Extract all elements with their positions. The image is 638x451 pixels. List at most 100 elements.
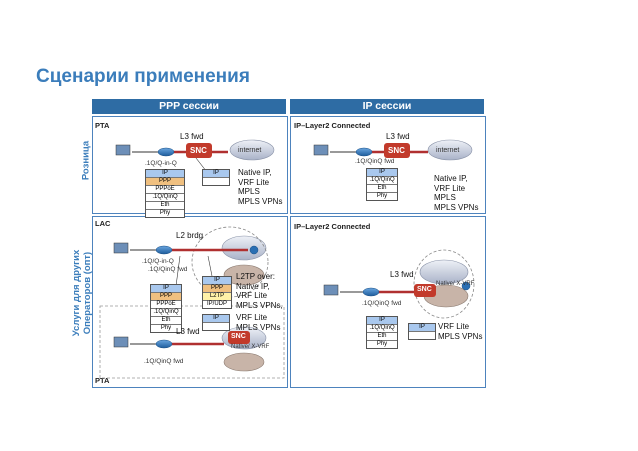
stack-pta2-bng: IP (202, 314, 230, 331)
internet-cloud (229, 139, 275, 161)
stack-layer: IP (409, 324, 435, 332)
label-qinq-5: .1Q/QinQ fwd (362, 300, 402, 307)
tech-item: VRF Lite (434, 183, 466, 193)
stack-layer: .1Q/QinQ (367, 325, 397, 333)
bng-badge-1 (186, 143, 212, 158)
stack-layer: PPP (146, 178, 184, 186)
stack-layer: .1Q/QinQ (146, 194, 184, 202)
panel-pta-retail (92, 116, 288, 214)
wholesale-cloud-2 (223, 264, 265, 286)
header-ip-sessions: IP сессии (290, 99, 484, 114)
internet-cloud-2 (427, 139, 473, 161)
stack-layer: Eth (367, 185, 397, 193)
label-internet-1: internet (238, 147, 262, 154)
bng-badge-3 (228, 331, 250, 344)
tech-list-ip2: VRF Lite MPLS VPNs (438, 322, 482, 341)
tech-item: VRF Lite (438, 322, 470, 331)
tech-item: VRF Lite (236, 313, 268, 322)
computer-icon (115, 144, 131, 156)
stack-ip2-cpe: IP .1Q/QinQ Eth Phy (366, 316, 398, 349)
stack-layer: .1Q/QinQ (151, 309, 181, 317)
tech-item: Native IP, (236, 281, 270, 291)
wholesale-cloud-1 (221, 235, 267, 261)
stack-layer: IP (146, 170, 184, 178)
stack-layer-empty (203, 178, 229, 185)
stack-layer: IP (203, 315, 229, 323)
stack-layer: IP (203, 170, 229, 178)
tech-item: MPLS VPNs (238, 196, 283, 206)
tech-item: MPLS VPNs, (236, 300, 283, 310)
bng-badge-text-4: SNC (417, 286, 432, 293)
stack-layer: PPPoE (151, 301, 181, 309)
stack-layer: Eth (367, 333, 397, 341)
label-l2brdg: L2 brdg (176, 231, 204, 240)
stack-layer: Phy (376, 341, 388, 347)
bng-badge-4 (414, 284, 436, 297)
label-native-x-vrf-1: Native/ X-VRF (231, 344, 270, 350)
tech-list-pta2: VRF Lite MPLS VPNs (236, 313, 280, 332)
bng-badge-text-1: SNC (190, 146, 207, 155)
computer-icon-4 (113, 336, 129, 348)
panel-label-ip-l2-connected-2: IP–Layer2 Connected (294, 222, 371, 231)
stack-layer: IP (367, 169, 397, 177)
stack-layer: Eth (151, 317, 181, 325)
stack-layer: Phy (376, 193, 388, 199)
pe-router-icon (461, 281, 471, 291)
stack-layer: IP (203, 277, 231, 285)
stack-layer: Phy (160, 325, 172, 331)
lns-router-icon (249, 245, 259, 255)
ip-l2-retail-topology (313, 139, 473, 161)
access-node-icon-4 (155, 339, 173, 349)
stack-layer: Phy (159, 210, 171, 216)
panel-label-pta-bottom: PTA (95, 376, 110, 385)
label-qinq-2: .1Q/QinQ fwd (355, 158, 395, 165)
label-qinq-fwd-3: .1Q/QinQ fwd (148, 266, 188, 273)
panel-label-pta: PTA (95, 121, 110, 130)
tech-item: VRF Lite (236, 291, 268, 300)
tech-item: Native IP, (238, 168, 272, 177)
tech-item: MPLS VPNs (438, 331, 483, 341)
access-node-icon (157, 147, 175, 157)
stack-layer: PPPoE (146, 186, 184, 194)
access-node-icon-5 (362, 287, 380, 297)
stack-layer: IP (151, 285, 181, 293)
stack-layer: PPP (203, 285, 231, 293)
stack-layer: L2TP (203, 293, 231, 301)
bng-badges (186, 143, 436, 344)
page-title: Сценарии применения (36, 66, 250, 87)
stack-ip1-cpe: IP .1Q/QinQ Eth Phy (366, 168, 398, 201)
stack-lac-cpe: IP PPP PPPoE .1Q/QinQ Eth Phy (150, 284, 182, 333)
stack-layer-empty (203, 323, 229, 330)
tech-item: Native IP, (434, 174, 468, 183)
label-l3fwd-3: L3 fwd (176, 327, 200, 336)
label-l3fwd-4: L3 fwd (390, 270, 414, 279)
panel-label-ip-l2-connected: IP–Layer2 Connected (294, 121, 371, 130)
bng-badge-text-3: SNC (231, 333, 246, 340)
stack-layer: IP (367, 317, 397, 325)
tech-list-ip1: Native IP, VRF Lite MPLS MPLS VPNs (434, 174, 478, 212)
stack-layer: PPP (151, 293, 181, 301)
lac-topology (113, 226, 269, 298)
panel-label-lac: LAC (95, 219, 111, 228)
stack-layer: IP/UDP (206, 301, 227, 307)
stack-layer: Eth (146, 202, 184, 210)
label-l3fwd-2: L3 fwd (386, 132, 410, 141)
stack-pta-cpe: IP PPP PPPoE .1Q/QinQ Eth Phy (145, 169, 185, 218)
tech-list-lac: L2TP over: Native IP, VRF Lite MPLS VPNs… (236, 272, 283, 310)
wholesale-cloud-5 (419, 259, 469, 285)
tech-item: L2TP over: (236, 272, 275, 281)
header-ppp-sessions: PPP сессии (92, 99, 286, 114)
wholesale-cloud-4 (223, 352, 265, 372)
stack-ip2-bng: IP (408, 323, 436, 340)
label-qinq-1: .1Q/Q-in-Q (145, 160, 177, 167)
label-l3fwd-1: L3 fwd (180, 132, 204, 141)
tech-item: MPLS (238, 187, 260, 196)
bng-badge-2 (384, 143, 410, 158)
stack-layer-empty (409, 332, 435, 339)
tech-item: VRF Lite (238, 177, 270, 187)
computer-icon-2 (313, 144, 329, 156)
stack-pta-bng: IP (202, 169, 230, 186)
tech-item: MPLS (434, 193, 456, 202)
label-native-x-vrf-2: Native/ X-VRF (436, 281, 475, 287)
